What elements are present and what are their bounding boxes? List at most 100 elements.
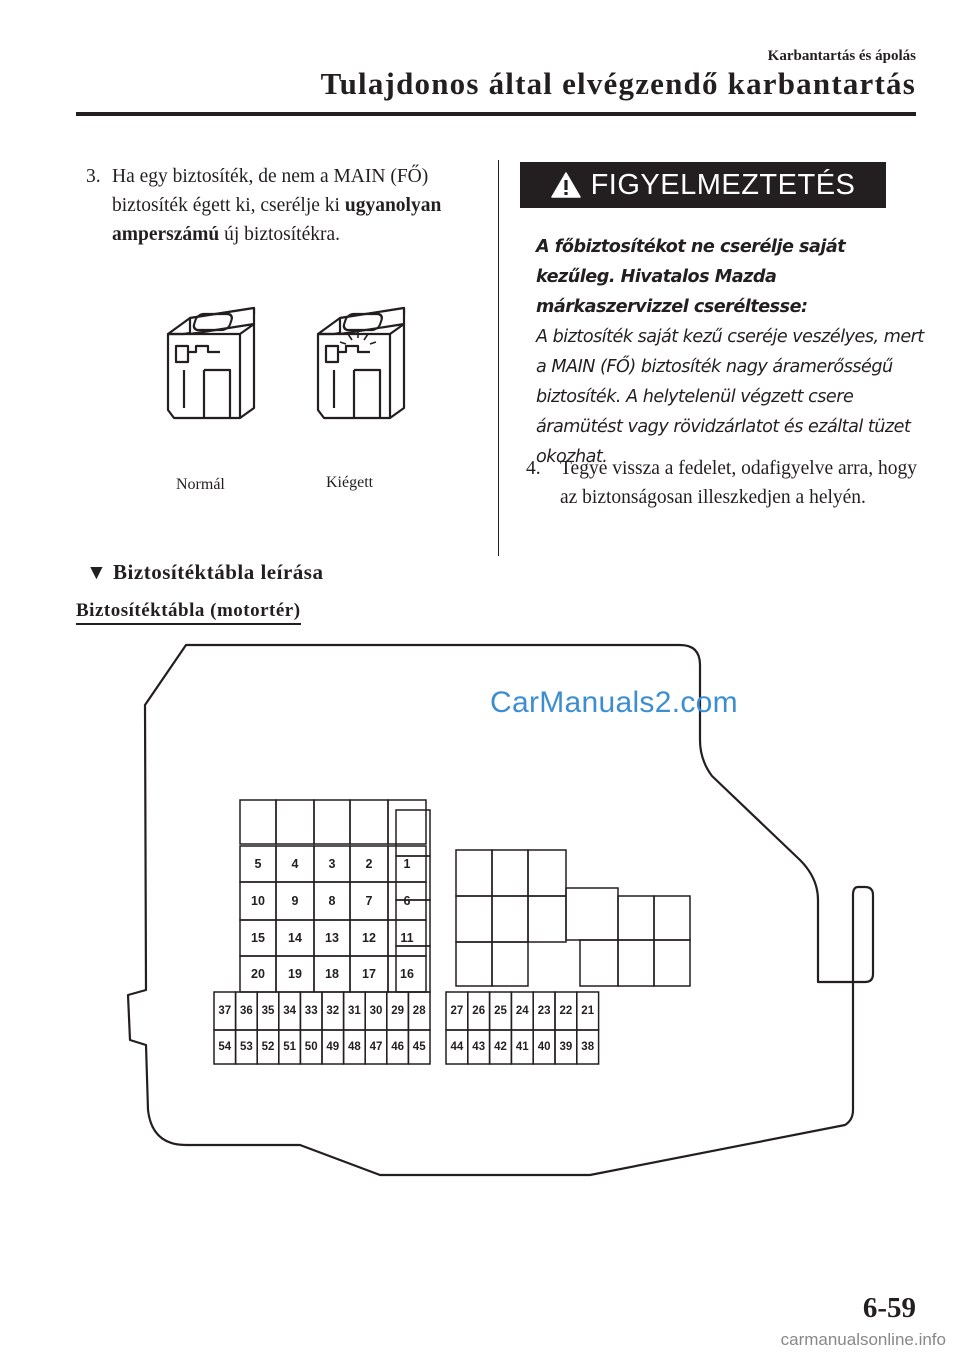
blown-fuse-label: Kiégett [326, 474, 374, 491]
subsection-heading: ▼ Biztosítéktábla leírása [86, 560, 323, 585]
fuse-number-label: 24 [516, 1005, 529, 1017]
fuse-number-label: 11 [400, 931, 413, 945]
fuse-number-label: 7 [366, 894, 373, 908]
fuse-number-label: 13 [325, 931, 339, 945]
blown-fuse-image [316, 306, 406, 420]
fuse-number-label: 38 [581, 1041, 594, 1053]
fuse-number-label: 5 [255, 857, 262, 871]
step-4-text: Tegye vissza a fedelet, odafigyelve arra… [560, 458, 918, 508]
fuse-number-label: 35 [262, 1005, 275, 1017]
relay-slot [527, 895, 567, 943]
fuse-number-label: 28 [413, 1005, 426, 1017]
fuse-number-label: 3 [329, 857, 336, 871]
watermark: CarManuals2.com [490, 686, 738, 719]
fuse-number-label: 8 [329, 894, 336, 908]
step-3-text-b: új biztosítékra. [219, 224, 340, 245]
fuse-box-outline [126, 643, 875, 1177]
fuse-number-label: 45 [413, 1041, 426, 1053]
fuse-number-label: 21 [581, 1005, 594, 1017]
section-label: Karbantartás és ápolás [767, 48, 916, 64]
fuse-number-label: 1 [404, 857, 411, 871]
fuse-number-label: 2 [366, 857, 373, 871]
fuse-number-label: 29 [391, 1005, 404, 1017]
fuse-number-label: 54 [218, 1041, 231, 1053]
fuse-number-label: 30 [370, 1005, 383, 1017]
fuse-number-label: 14 [288, 931, 302, 945]
warning-body-text: A biztosíték saját kezű cseréje veszélye… [536, 327, 924, 467]
relay-slot [491, 849, 529, 897]
fuse-number-label: 26 [472, 1005, 485, 1017]
subsection-title: Biztosítéktábla leírása [113, 560, 324, 584]
fuse-number-label: 49 [326, 1041, 339, 1053]
page-number: 6-59 [862, 1292, 916, 1324]
relay-slot [491, 941, 529, 987]
fuse-number-label: 17 [362, 967, 376, 981]
fuse-number-label: 27 [451, 1005, 464, 1017]
fuse-number-label: 32 [326, 1005, 339, 1017]
fuse-slot-blank [313, 799, 351, 845]
fuse-number-label: 31 [348, 1005, 361, 1017]
fuse-number-label: 53 [240, 1041, 253, 1053]
fuse-slot-blank [387, 799, 427, 845]
fuse-number-label: 47 [370, 1041, 383, 1053]
fuse-slot-blank [239, 799, 277, 845]
normal-fuse-label: Normál [176, 476, 225, 493]
footer-site: carmanualsonline.info [780, 1330, 946, 1349]
relay-slot [455, 895, 493, 943]
fuse-number-label: 48 [348, 1041, 361, 1053]
triangle-marker-icon: ▼ [86, 560, 108, 584]
fuse-slot-blank [349, 799, 389, 845]
heading-rule [76, 112, 916, 116]
fuse-number-label: 52 [262, 1041, 275, 1053]
warning-triangle-icon [550, 172, 581, 198]
step-3-text-bold: ugyanolyan amperszámú [112, 195, 442, 245]
diagram-title: Biztosítéktábla (motortér) [76, 600, 301, 625]
fuse-number-label: 9 [292, 894, 299, 908]
warning-bold-text: A főbiztosítékot ne cserélje saját kezűl… [536, 237, 846, 317]
fuse-number-label: 20 [251, 967, 265, 981]
step-3: 3. Ha egy biztosíték, de nem a MAIN (FŐ)… [86, 162, 486, 249]
relay-slot [617, 939, 655, 987]
fuse-number-label: 25 [494, 1005, 507, 1017]
fuse-number-label: 18 [325, 967, 339, 981]
warning-title: FIGYELMEZTETÉS [590, 168, 856, 201]
warning-text: A főbiztosítékot ne cserélje saját kezűl… [536, 232, 926, 472]
step-3-number: 3. [86, 166, 101, 187]
step-4-number: 4. [526, 458, 541, 479]
fuse-number-label: 34 [283, 1005, 296, 1017]
fuse-slot [576, 1029, 600, 1065]
fuse-number-label: 15 [251, 931, 265, 945]
relay-slot [455, 941, 493, 987]
relay-slot [565, 887, 619, 941]
fuse-illustrations [166, 306, 406, 420]
fuse-number-label: 46 [391, 1041, 404, 1053]
normal-fuse-image [166, 306, 256, 420]
fuse-number-label: 51 [283, 1041, 296, 1053]
fuse-number-label: 36 [240, 1005, 253, 1017]
relay-slot [579, 939, 619, 987]
relay-slot [617, 895, 655, 941]
fuse-number-label: 6 [404, 894, 411, 908]
fuse-number-label: 37 [218, 1005, 231, 1017]
relay-slot [491, 895, 529, 943]
fuse-number-label: 4 [292, 857, 299, 871]
fuse-slot [407, 1029, 431, 1065]
relay-slot [455, 849, 493, 897]
fuse-number-label: 44 [451, 1041, 464, 1053]
fuse-number-label: 16 [400, 967, 414, 981]
fuse-number-label: 42 [494, 1041, 507, 1053]
relay-slot [395, 855, 431, 901]
fuse-number-label: 19 [288, 967, 302, 981]
step-3-text: Ha egy biztosíték, de nem a MAIN (FŐ) bi… [112, 162, 486, 249]
fuse-number-label: 33 [305, 1005, 318, 1017]
fuse-number-label: 22 [560, 1005, 573, 1017]
fuse-number-label: 12 [362, 931, 376, 945]
fuse-number-label: 10 [251, 894, 265, 908]
fuse-number-label: 50 [305, 1041, 318, 1053]
step-4: 4. Tegye vissza a fedelet, odafigyelve a… [526, 454, 926, 512]
fuse-number-label: 43 [472, 1041, 485, 1053]
relay-slot [395, 809, 431, 857]
warning-banner: FIGYELMEZTETÉS [520, 162, 886, 208]
fuse-number-label: 41 [516, 1041, 529, 1053]
